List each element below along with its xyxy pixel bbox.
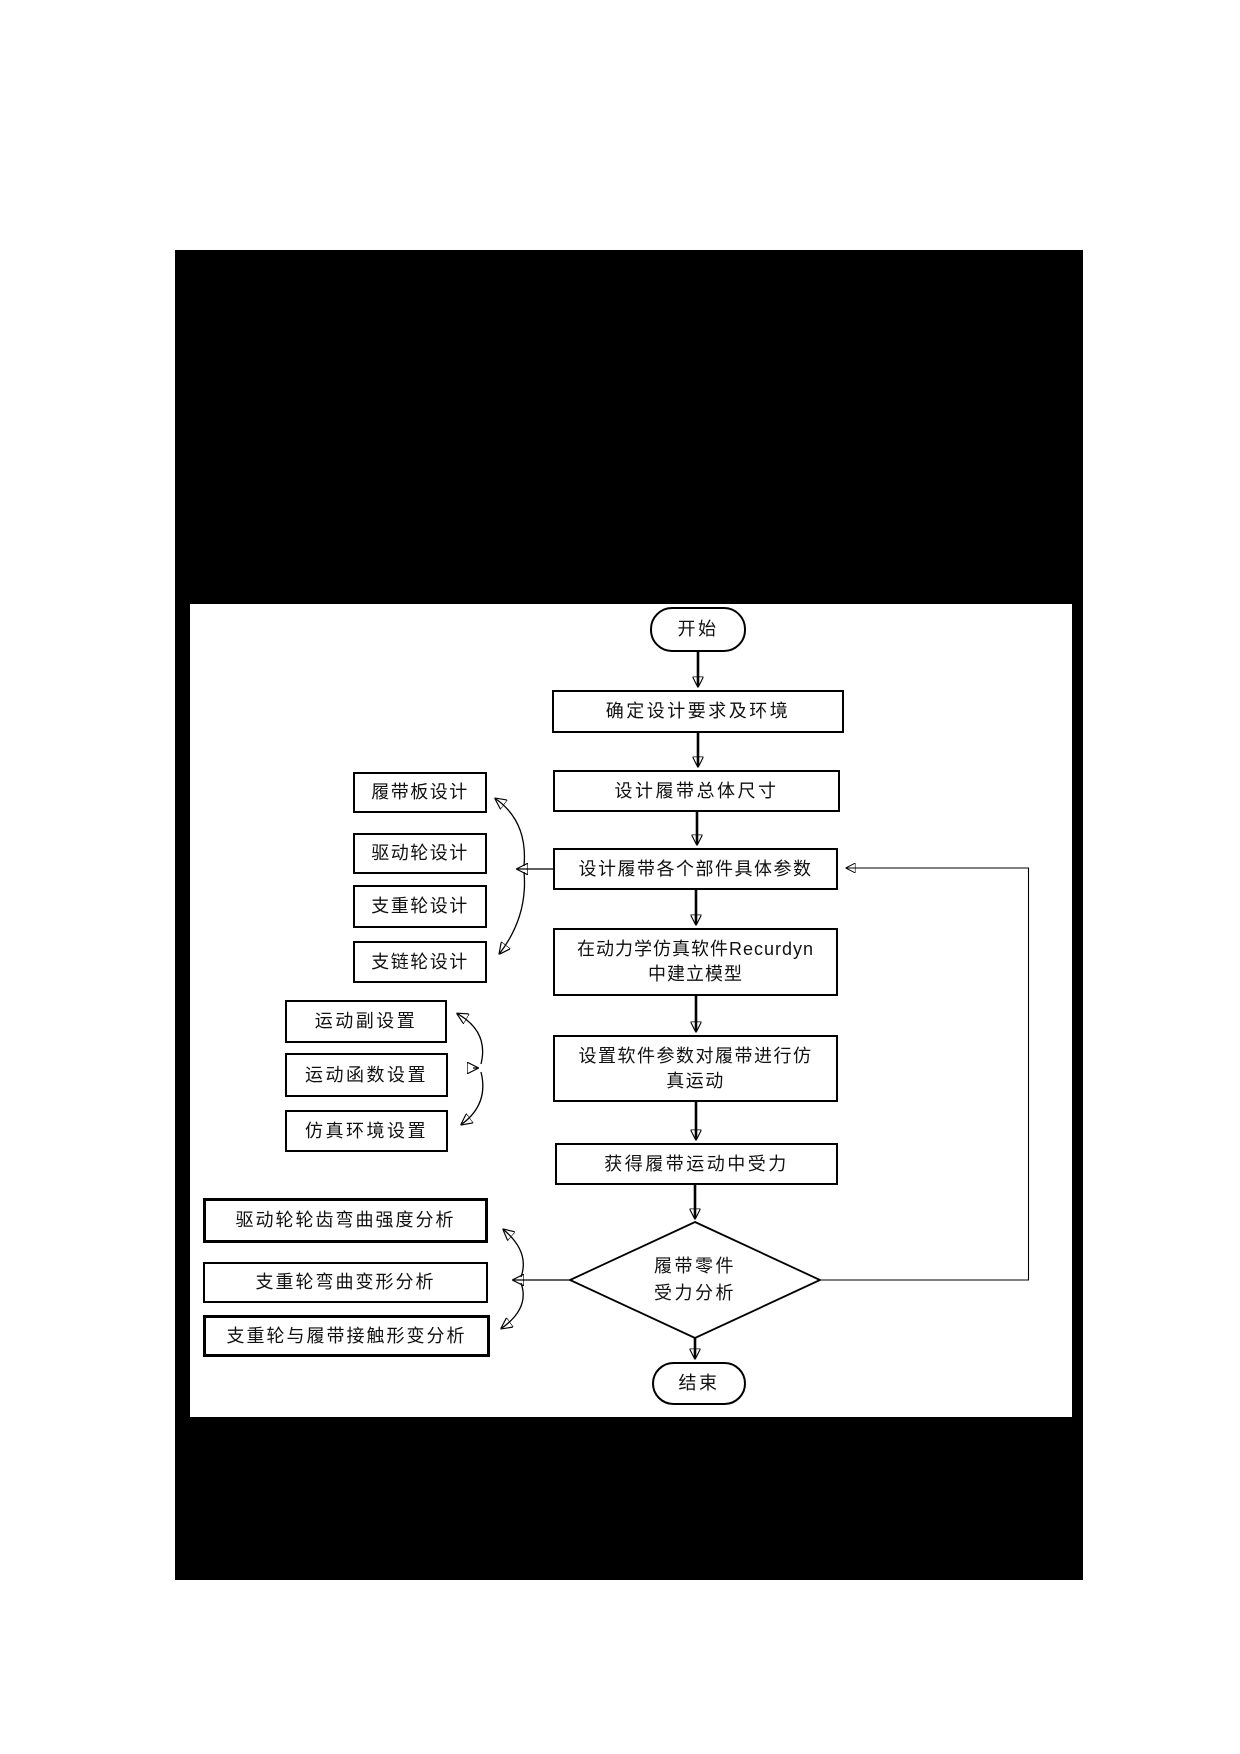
flow-node-overall-dimensions: 设计履带总体尺寸 <box>553 770 840 812</box>
flow-node-obtain-forces: 获得履带运动中受力 <box>555 1143 838 1185</box>
flow-node-end: 结束 <box>652 1362 746 1405</box>
decision-label-line2: 受力分析 <box>654 1283 736 1303</box>
flow-node-drive-wheel-design: 驱动轮设计 <box>353 833 487 874</box>
flow-node-road-wheel-design: 支重轮设计 <box>353 885 487 928</box>
flow-node-simulation-settings: 设置软件参数对履带进行仿 真运动 <box>553 1035 838 1102</box>
flow-node-road-wheel-bending-analysis: 支重轮弯曲变形分析 <box>203 1262 488 1303</box>
flow-node-simulation-settings-line1: 设置软件参数对履带进行仿 <box>578 1045 813 1066</box>
flow-node-simulation-settings-line2: 真运动 <box>666 1070 725 1091</box>
flow-node-start: 开始 <box>650 607 746 652</box>
flow-node-kinematic-pair-setup: 运动副设置 <box>285 1000 447 1043</box>
flow-node-determine-requirements: 确定设计要求及环境 <box>552 690 844 733</box>
flow-node-build-model: 在动力学仿真软件Recurdyn 中建立模型 <box>553 928 838 996</box>
decision-label-line1: 履带零件 <box>654 1256 736 1276</box>
decision-label: 履带零件 受力分析 <box>595 1253 795 1307</box>
flow-node-drive-wheel-tooth-bending-analysis: 驱动轮轮齿弯曲强度分析 <box>203 1198 488 1243</box>
flow-node-component-parameters: 设计履带各个部件具体参数 <box>553 848 838 890</box>
flow-node-simulation-environment-setup: 仿真环境设置 <box>285 1110 448 1152</box>
flow-node-track-plate-design: 履带板设计 <box>353 772 487 813</box>
flow-node-motion-function-setup: 运动函数设置 <box>285 1053 448 1097</box>
flow-node-support-sprocket-design: 支链轮设计 <box>353 941 487 983</box>
flow-node-road-wheel-track-contact-analysis: 支重轮与履带接触形变分析 <box>203 1315 490 1357</box>
flow-node-build-model-line1: 在动力学仿真软件Recurdyn <box>576 939 815 959</box>
flow-node-build-model-line2: 中建立模型 <box>648 964 743 984</box>
